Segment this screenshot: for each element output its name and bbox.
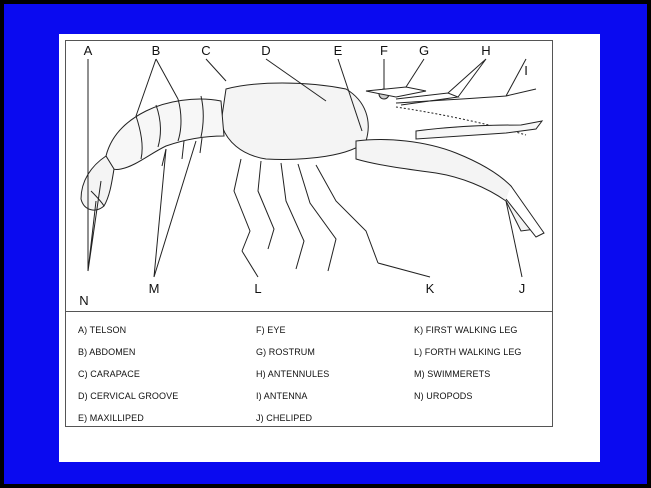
carapace-shape [221, 83, 368, 159]
label-i: I [524, 63, 528, 78]
label-m: M [149, 281, 160, 296]
key-item-i: I) ANTENNA [256, 391, 308, 401]
crayfish-figure: A B C D E F G H I N M L K J A) TELSON B)… [65, 40, 553, 427]
crayfish-diagram [66, 41, 552, 311]
key-item-j: J) CHELIPED [256, 413, 312, 423]
label-h: H [481, 43, 490, 58]
label-c: C [201, 43, 210, 58]
label-j: J [519, 281, 526, 296]
key-item-d: D) CERVICAL GROOVE [78, 391, 178, 401]
label-f: F [380, 43, 388, 58]
key-item-f: F) EYE [256, 325, 286, 335]
key-item-l: L) FORTH WALKING LEG [414, 347, 522, 357]
key-item-a: A) TELSON [78, 325, 126, 335]
key-item-h: H) ANTENNULES [256, 369, 329, 379]
key-item-k: K) FIRST WALKING LEG [414, 325, 518, 335]
key-item-g: G) ROSTRUM [256, 347, 315, 357]
key-item-n: N) UROPODS [414, 391, 473, 401]
key-divider [66, 311, 552, 312]
label-k: K [426, 281, 435, 296]
label-e: E [334, 43, 343, 58]
label-n: N [79, 293, 88, 308]
label-b: B [152, 43, 161, 58]
key-item-b: B) ABDOMEN [78, 347, 136, 357]
key-item-c: C) CARAPACE [78, 369, 140, 379]
walking-leg-1 [316, 165, 378, 263]
label-d: D [261, 43, 270, 58]
key-item-e: E) MAXILLIPED [78, 413, 144, 423]
label-a: A [84, 43, 93, 58]
label-l: L [254, 281, 261, 296]
key-item-m: M) SWIMMERETS [414, 369, 490, 379]
walking-leg-4 [234, 159, 250, 251]
label-g: G [419, 43, 429, 58]
